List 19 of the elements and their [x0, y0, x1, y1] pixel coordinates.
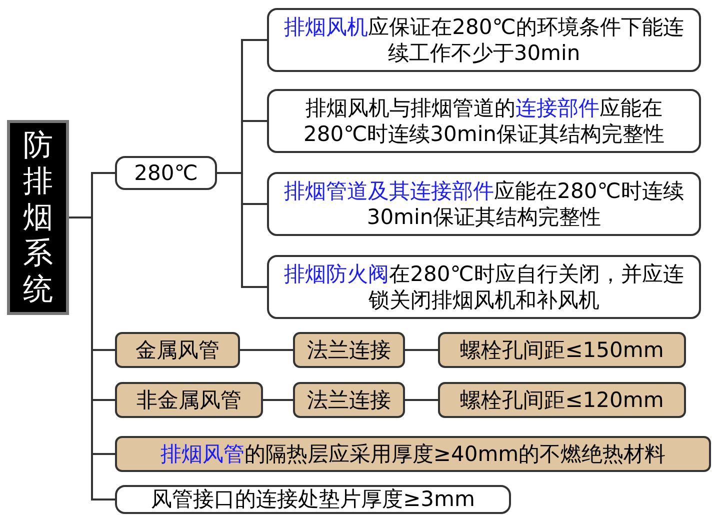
text-box: 螺栓孔间距≤120mm — [438, 382, 686, 418]
text-box: 金属风管 — [115, 332, 240, 368]
connector-line — [405, 399, 438, 401]
text-box: 非金属风管 — [115, 382, 263, 418]
text-box: 排烟管道及其连接部件应能在280℃时连续30min保证其结构完整性 — [267, 172, 701, 236]
text-box: 法兰连接 — [293, 382, 405, 418]
text-box: 法兰连接 — [293, 332, 405, 368]
text-box: 排烟风管的隔热层应采用厚度≥40mm的不燃绝热材料 — [115, 436, 711, 472]
text-box: 排烟风机应保证在280℃的环境条件下能连续工作不少于30min — [267, 8, 701, 72]
text-box: 280℃ — [115, 156, 217, 190]
text-box: 排烟风机与排烟管道的连接部件应能在280℃时连续30min保证其结构完整性 — [267, 89, 701, 153]
text-box: 排烟防火阀在280℃时应自行关闭，并应连锁关闭排烟风机和补风机 — [267, 255, 701, 319]
connector-line — [405, 349, 438, 351]
text-box: 风管接口的连接处垫片厚度≥3mm — [115, 485, 511, 514]
connector-line — [240, 349, 293, 351]
text-box: 螺栓孔间距≤150mm — [438, 332, 686, 368]
connector-line — [69, 216, 115, 500]
connector-line — [263, 399, 293, 401]
title-box: 防排烟系统 — [7, 120, 69, 315]
